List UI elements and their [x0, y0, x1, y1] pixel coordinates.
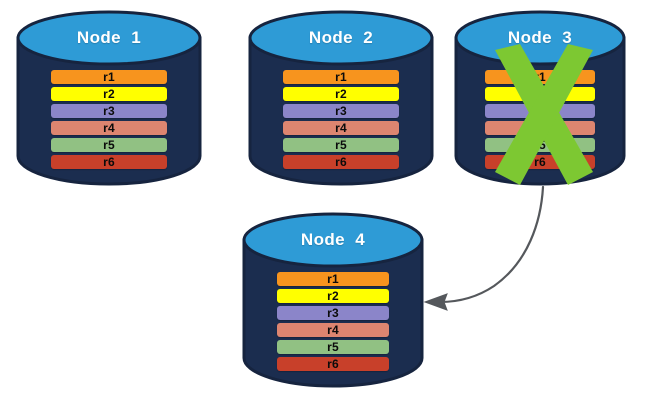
row-r1[interactable]: r1	[283, 70, 399, 84]
row-label: r2	[103, 87, 115, 101]
row-label: r6	[534, 155, 546, 169]
row-label: r1	[327, 272, 339, 286]
row-r3[interactable]: r3	[51, 104, 167, 118]
row-label: r3	[534, 104, 546, 118]
row-label: r2	[335, 87, 347, 101]
node-1[interactable]: Node 1 r1 r2 r3 r4 r5 r6	[14, 8, 204, 186]
row-label: r1	[335, 70, 347, 84]
row-r5[interactable]: r5	[277, 340, 389, 354]
arrowhead-icon	[423, 293, 448, 311]
row-label: r3	[335, 104, 347, 118]
row-label: r6	[327, 357, 339, 371]
row-r3[interactable]: r3	[485, 104, 595, 118]
row-r6[interactable]: r6	[277, 357, 389, 371]
row-label: r4	[534, 121, 546, 135]
row-label: r6	[103, 155, 115, 169]
row-label: r5	[327, 340, 339, 354]
node-1-rows: r1 r2 r3 r4 r5 r6	[14, 70, 204, 169]
row-r2[interactable]: r2	[51, 87, 167, 101]
node-3[interactable]: Node 3 r1 r2 r3 r4 r5 r6	[452, 8, 628, 186]
row-label: r5	[335, 138, 347, 152]
row-label: r2	[327, 289, 339, 303]
row-r5[interactable]: r5	[485, 138, 595, 152]
row-r2[interactable]: r2	[277, 289, 389, 303]
row-label: r2	[534, 87, 546, 101]
row-label: r5	[534, 138, 546, 152]
row-r5[interactable]: r5	[283, 138, 399, 152]
row-r6[interactable]: r6	[51, 155, 167, 169]
row-r1[interactable]: r1	[51, 70, 167, 84]
row-r3[interactable]: r3	[283, 104, 399, 118]
row-r6[interactable]: r6	[485, 155, 595, 169]
row-r6[interactable]: r6	[283, 155, 399, 169]
row-label: r1	[534, 70, 546, 84]
node-2-rows: r1 r2 r3 r4 r5 r6	[246, 70, 436, 169]
row-r2[interactable]: r2	[485, 87, 595, 101]
row-r3[interactable]: r3	[277, 306, 389, 320]
row-label: r4	[335, 121, 347, 135]
node-2[interactable]: Node 2 r1 r2 r3 r4 r5 r6	[246, 8, 436, 186]
row-r4[interactable]: r4	[51, 121, 167, 135]
node-4-rows: r1 r2 r3 r4 r5 r6	[240, 272, 426, 371]
row-label: r3	[327, 306, 339, 320]
row-r4[interactable]: r4	[283, 121, 399, 135]
node-4[interactable]: Node 4 r1 r2 r3 r4 r5 r6	[240, 210, 426, 388]
row-r4[interactable]: r4	[485, 121, 595, 135]
row-label: r3	[103, 104, 115, 118]
row-r2[interactable]: r2	[283, 87, 399, 101]
row-label: r4	[103, 121, 115, 135]
row-label: r5	[103, 138, 115, 152]
row-label: r4	[327, 323, 339, 337]
row-r1[interactable]: r1	[485, 70, 595, 84]
row-r1[interactable]: r1	[277, 272, 389, 286]
node-3-rows: r1 r2 r3 r4 r5 r6	[452, 70, 628, 169]
row-r4[interactable]: r4	[277, 323, 389, 337]
row-label: r6	[335, 155, 347, 169]
row-label: r1	[103, 70, 115, 84]
row-r5[interactable]: r5	[51, 138, 167, 152]
